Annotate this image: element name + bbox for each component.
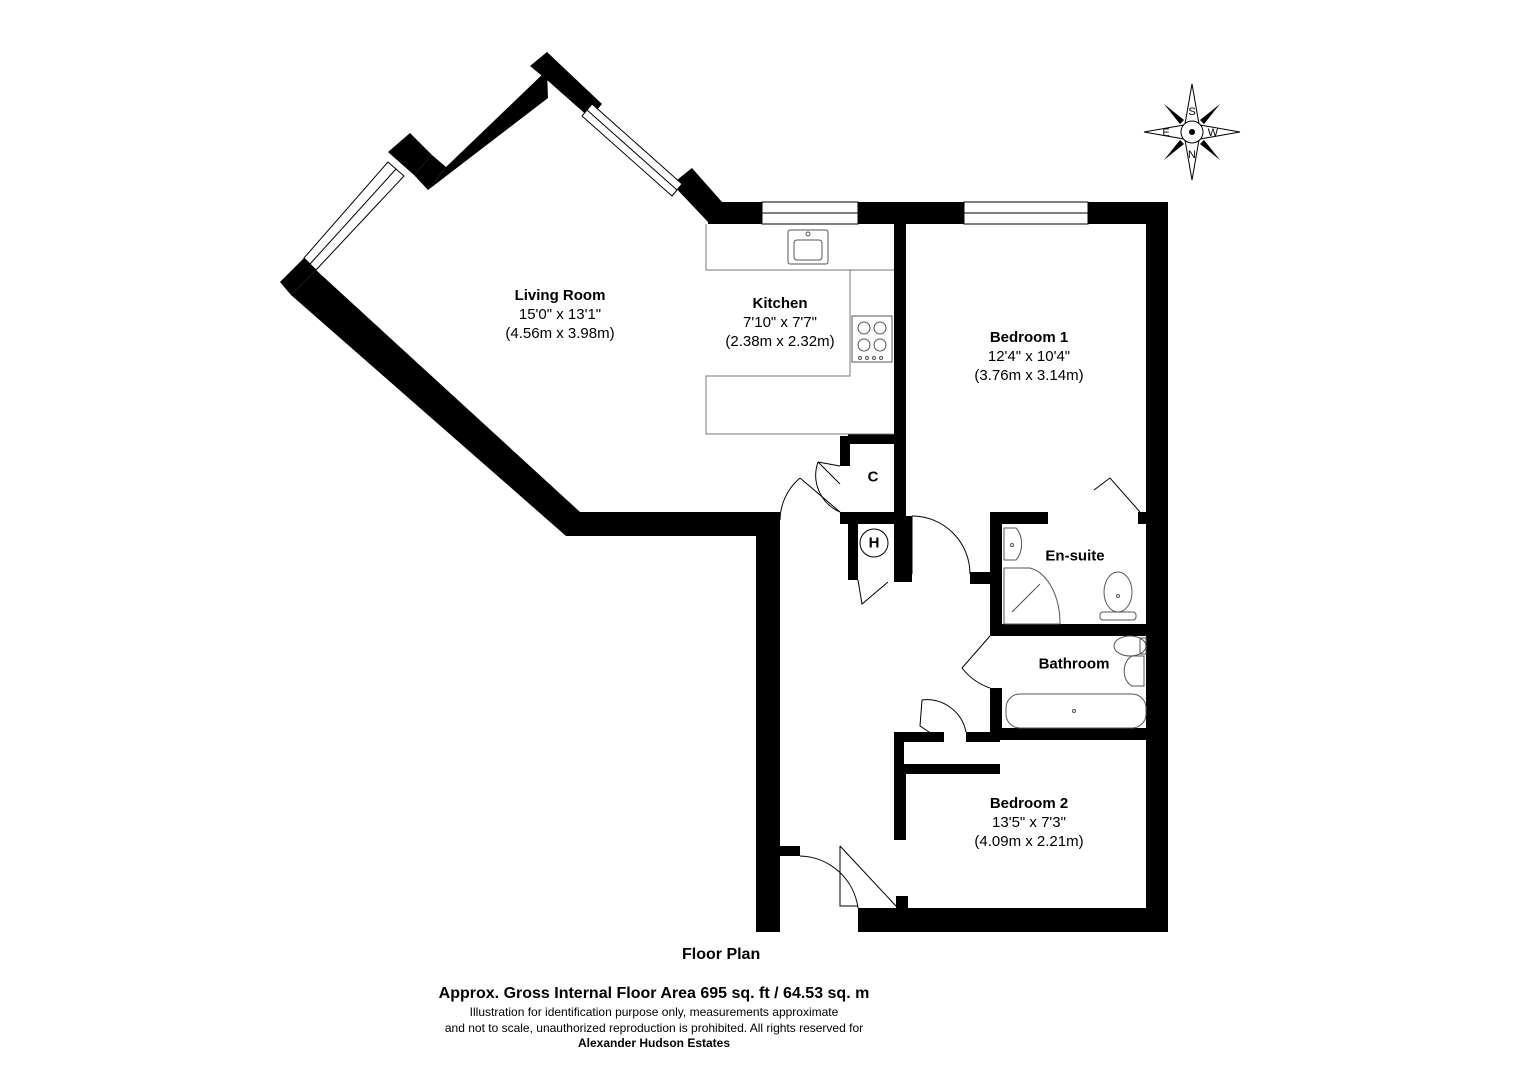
walls	[280, 52, 1168, 932]
hob	[851, 315, 893, 363]
kitchen-sink	[787, 229, 829, 265]
living-room-label: Living Room 15'0" x 13'1" (4.56m x 3.98m…	[505, 286, 614, 343]
bathroom-label: Bathroom	[1038, 655, 1110, 673]
company-name: Alexander Hudson Estates	[577, 1036, 731, 1050]
compass-rose	[1143, 83, 1241, 181]
living-room-name: Living Room	[514, 287, 606, 304]
disclaimer-line-1: Illustration for identification purpose …	[469, 1005, 839, 1019]
living-room-metric: (4.56m x 3.98m)	[505, 325, 615, 342]
cupboard-label: C	[867, 468, 879, 486]
kitchen-metric: (2.38m x 2.32m)	[725, 333, 835, 350]
heating-circle	[859, 528, 889, 558]
bedroom-1-name: Bedroom 1	[989, 329, 1069, 346]
compass-n-label: N	[1188, 149, 1196, 161]
floor-plan-title: Floor Plan	[682, 946, 761, 963]
doors	[779, 461, 1141, 909]
floor-area-text: Approx. Gross Internal Floor Area 695 sq…	[438, 985, 870, 1002]
compass-s-label: S	[1188, 106, 1196, 118]
heating-label: H	[868, 534, 880, 552]
living-room-outer-wall	[280, 258, 316, 295]
bathroom-fixtures	[1005, 635, 1147, 729]
bedroom-1-imperial: 12'4" x 10'4"	[987, 348, 1071, 365]
windows	[303, 103, 1089, 271]
bedroom-2-name: Bedroom 2	[989, 795, 1069, 812]
ensuite-fixtures	[1003, 527, 1137, 625]
living-room-imperial: 15'0" x 13'1"	[518, 306, 602, 323]
bedroom-1-label: Bedroom 1 12'4" x 10'4" (3.76m x 3.14m)	[974, 328, 1083, 385]
kitchen-worktops	[705, 224, 894, 435]
kitchen-imperial: 7'10" x 7'7"	[743, 314, 817, 331]
kitchen-name: Kitchen	[752, 295, 808, 312]
kitchen-label: Kitchen 7'10" x 7'7" (2.38m x 2.32m)	[725, 294, 834, 351]
compass-w-label: W	[1207, 127, 1219, 139]
bedroom-2-label: Bedroom 2 13'5" x 7'3" (4.09m x 2.21m)	[974, 794, 1083, 851]
en-suite-label: En-suite	[1045, 547, 1105, 565]
compass-e-label: E	[1162, 127, 1170, 139]
bedroom-1-metric: (3.76m x 3.14m)	[974, 367, 1084, 384]
bedroom-2-imperial: 13'5" x 7'3"	[992, 814, 1066, 831]
disclaimer-line-2: and not to scale, unauthorized reproduct…	[444, 1021, 864, 1035]
bedroom-2-metric: (4.09m x 2.21m)	[974, 833, 1084, 850]
